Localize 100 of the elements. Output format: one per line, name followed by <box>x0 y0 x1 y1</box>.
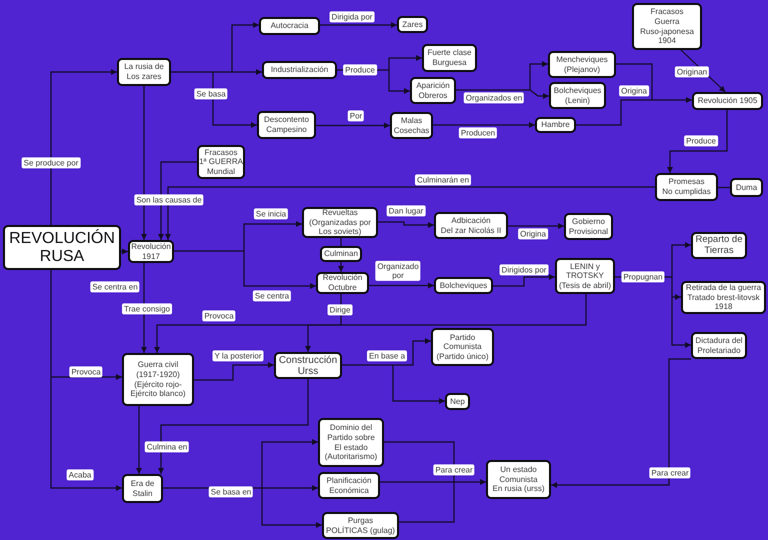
concept-node <box>730 178 763 197</box>
concept-node <box>122 353 194 406</box>
concept-node <box>535 117 576 133</box>
connector-line <box>174 250 244 252</box>
connector-arrow <box>212 72 257 128</box>
concept-text: Promesas No cumplidas <box>662 177 711 197</box>
edge-label: Producen <box>458 127 498 139</box>
concept-node <box>318 472 380 499</box>
edge-label: Dirigida por <box>330 11 374 23</box>
concept-text: Dominio del Partido sobre El estado (Autoritarismo) <box>324 423 378 462</box>
connector-arrow <box>529 61 548 90</box>
concept-node <box>322 512 399 539</box>
edge-label: Dirigidos por <box>500 264 548 276</box>
concept-text: Nep <box>450 396 465 406</box>
concept-text: Descontento Campesino <box>264 115 309 135</box>
concept-text: Purgas POLÍTICAS (gulag) <box>326 516 395 536</box>
concept-node <box>257 111 316 139</box>
connector-arrow <box>388 55 422 70</box>
concept-text: Malas Cosechas <box>394 116 430 136</box>
connector-arrow <box>231 22 259 72</box>
connector-line <box>671 277 673 297</box>
connector-arrow <box>433 122 535 128</box>
concept-node <box>681 281 766 314</box>
concept-text: Bolcheviques <box>440 280 488 290</box>
edge-label: Propugnan <box>621 271 665 283</box>
connector-arrow <box>141 86 147 240</box>
edge-label: Culminarán en <box>414 174 472 186</box>
concept-node <box>692 92 763 110</box>
concept-text: Revueltas (Organizadas por Los soviets) <box>309 208 371 237</box>
connector-arrow <box>454 479 486 485</box>
concept-text: Revolución 1905 <box>698 96 758 106</box>
concept-node <box>434 212 508 239</box>
concept-node <box>564 213 613 240</box>
edge-label: Originan <box>674 66 710 78</box>
connector-arrow <box>305 294 342 352</box>
concept-text: Gobierno Provisional <box>568 216 608 236</box>
connector-line <box>384 441 455 482</box>
connector-line <box>718 186 730 188</box>
concept-text: Planificación Económica <box>326 476 372 496</box>
connector-arrow <box>393 338 431 366</box>
connector-arrow <box>316 122 390 128</box>
connector-arrow <box>158 379 309 474</box>
connector-arrow <box>50 377 122 491</box>
edge-label: Se basa <box>194 88 228 100</box>
concept-node <box>410 77 456 104</box>
edge-label: Y la posterior <box>212 350 264 362</box>
connector-arrow <box>165 186 655 240</box>
connector-arrow <box>261 439 318 488</box>
concept-node <box>316 272 369 294</box>
edge-label: Produce <box>343 64 377 76</box>
concept-text: Duma <box>736 182 758 192</box>
concept-node <box>259 17 320 35</box>
connector-arrow <box>671 297 691 348</box>
edge-label: Dirige <box>328 304 352 316</box>
connector-arrow <box>154 294 587 353</box>
connector-arrow <box>338 262 344 272</box>
concept-text: Culminan <box>324 249 358 259</box>
connector-arrow <box>243 251 316 289</box>
concept-text: Zares <box>402 20 423 30</box>
concept-text: Dictadura del Proletariado <box>695 336 743 356</box>
connector-arrow <box>136 406 142 474</box>
connector-arrow <box>262 485 318 491</box>
edge-label: Trae consigo <box>122 303 172 315</box>
concept-node <box>431 328 494 366</box>
concept-node <box>302 207 378 238</box>
connector-arrow <box>652 97 692 103</box>
connector-arrow <box>392 365 445 404</box>
concept-text: La rusia de Los zares <box>124 62 164 82</box>
connector-arrow <box>50 69 117 225</box>
concept-node <box>320 246 362 262</box>
concept-text: Fuerte clase Burguesa <box>427 48 472 68</box>
connector-line <box>456 89 530 91</box>
connector-arrow <box>493 274 555 287</box>
concept-text: Aparición Obreros <box>416 80 450 100</box>
concept-text: Industrialización <box>270 65 328 75</box>
concept-text: Revolución 1917 <box>131 242 171 262</box>
concept-node <box>632 3 702 50</box>
connector-line <box>50 270 52 377</box>
connector-arrow <box>141 263 147 353</box>
concept-text: Partido Comunista (Partido único) <box>436 332 489 362</box>
connector-arrow <box>194 362 274 381</box>
edge-label: Se basa en <box>208 486 254 498</box>
concept-text: Un estado Comunista En rusia (urss) <box>492 465 544 494</box>
concept-text: REVOLUCIÓN RUSA <box>9 230 115 266</box>
concept-text: Autocracia <box>270 21 308 31</box>
connector-line <box>399 482 455 523</box>
edge-label: Organizados en <box>464 92 524 104</box>
concept-text: Fracasos 1ª GUERRA Mundial <box>199 148 243 176</box>
edge-label: Organizado por <box>375 260 421 282</box>
connector-arrow <box>672 294 681 300</box>
connector-arrow <box>388 70 410 94</box>
edge-label: Origina <box>619 85 649 97</box>
edge-label: Produce <box>684 135 718 147</box>
connector-arrow <box>158 161 197 240</box>
connector-line <box>213 71 232 73</box>
concept-node <box>655 173 718 201</box>
concept-node <box>262 61 337 79</box>
connector-arrow <box>667 110 728 173</box>
connector-arrow <box>671 242 691 277</box>
concept-node <box>422 44 477 72</box>
